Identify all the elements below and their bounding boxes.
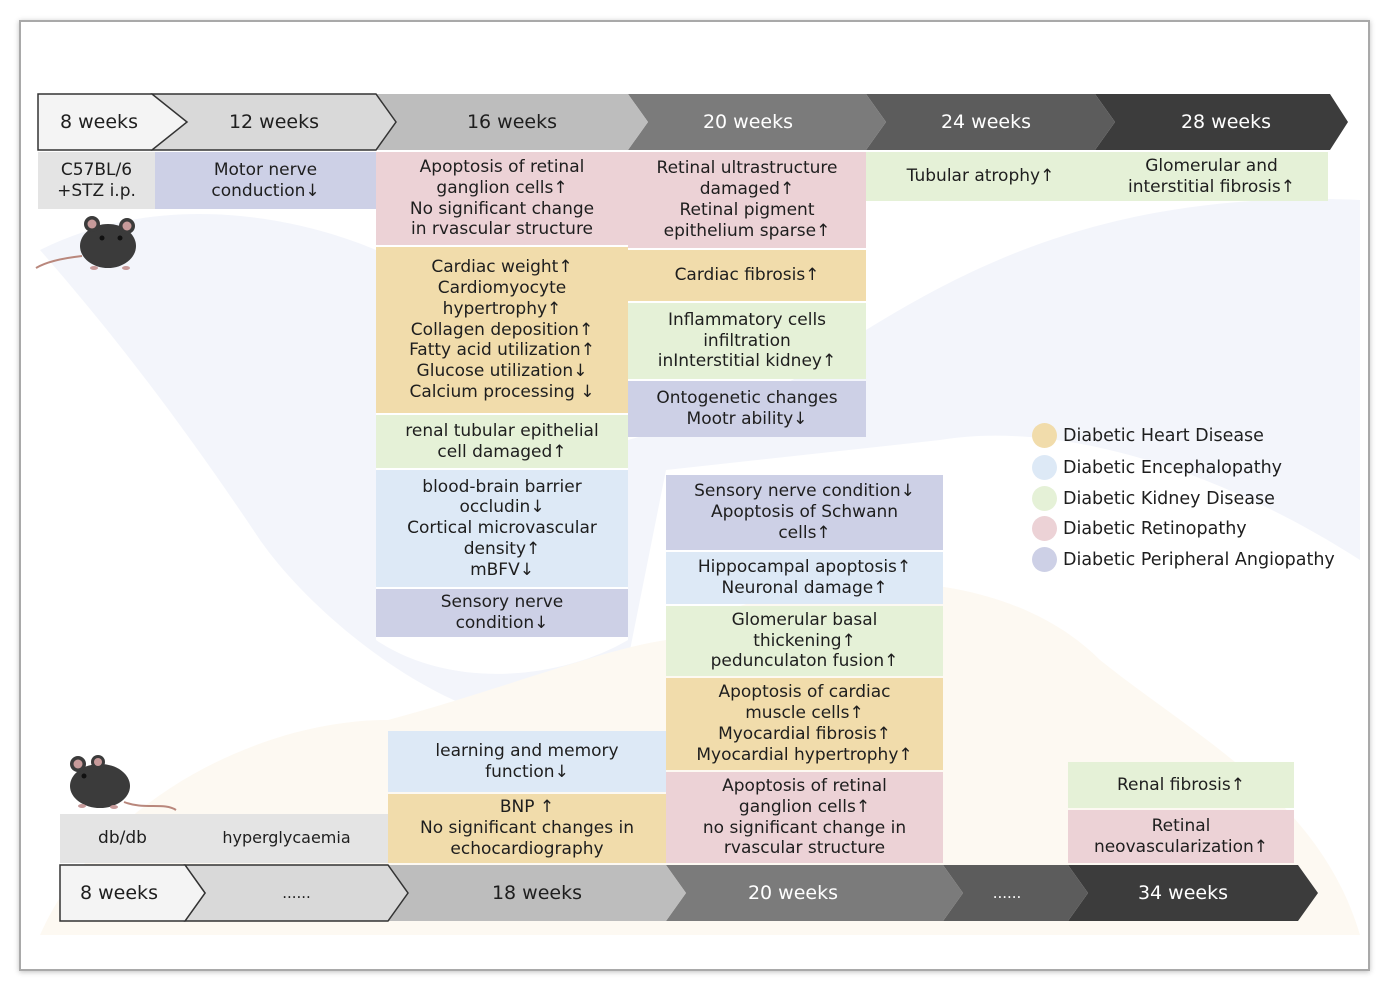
b20-brain-box: Hippocampal apoptosis↑ Neuronal damage↑ [666, 552, 943, 604]
legend-dot-icon [1032, 516, 1057, 541]
bottom-model-note: hyperglycaemia [185, 814, 388, 863]
bottom-stage-shape-18w [388, 865, 686, 921]
b20-nerve-box: Sensory nerve condition↓ Apoptosis of Sc… [666, 475, 943, 550]
legend-dot-icon [1032, 423, 1057, 448]
bottom-stage-8w: 8 weeks [80, 882, 158, 904]
legend-dot-icon [1032, 547, 1057, 572]
w16-kidney-box: renal tubular epithelial cell damaged↑ [376, 415, 628, 468]
bottom-stage-shape-dots2 [943, 865, 1088, 921]
top-stage-shape-16w [376, 94, 648, 150]
top-background-blob [40, 199, 1360, 724]
b20-retina-box: Apoptosis of retinal ganglion cells↑ no … [666, 772, 943, 863]
w34-retina-box: Retinal neovascularization↑ [1068, 810, 1294, 863]
mouse-icon-dbdb [70, 755, 177, 811]
mouse-icon-stz [35, 216, 136, 270]
bottom-stage-dots-1: ...... [282, 884, 311, 902]
legend-item-angiopathy: Diabetic Peripheral Angiopathy [1032, 547, 1335, 572]
bottom-stage-shape-8w [59, 864, 206, 922]
bottom-stage-shape-20w [666, 865, 963, 921]
w12-motor-nerve-box: Motor nerve conduction↓ [155, 152, 376, 209]
top-stage-28w: 28 weeks [1180, 111, 1272, 133]
top-stage-12w: 12 weeks [228, 111, 320, 133]
w20-heart-box: Cardiac fibrosis↑ [628, 250, 866, 301]
b20-kidney-box: Glomerular basal thickening↑ pedunculato… [666, 606, 943, 676]
legend-item-retinopathy: Diabetic Retinopathy [1032, 516, 1247, 541]
w18-brain-box: learning and memory function↓ [388, 731, 666, 792]
legend-label: Diabetic Peripheral Angiopathy [1063, 549, 1335, 570]
w20-nerve-box: Ontogenetic changes Mootr ability↓ [628, 381, 866, 437]
w18-heart-box: BNP ↑ No significant changes in echocard… [388, 794, 666, 863]
top-stage-24w: 24 weeks [940, 111, 1032, 133]
legend-dot-icon [1032, 486, 1057, 511]
w20-kidney-box: Inflammatory cells infiltration inInters… [628, 303, 866, 379]
legend-label: Diabetic Kidney Disease [1063, 488, 1275, 509]
w16-sensory-box: Sensory nerve condition↓ [376, 589, 628, 637]
top-stage-shape-24w [866, 94, 1115, 150]
top-stage-shape-20w [628, 94, 886, 150]
legend-item-heart: Diabetic Heart Disease [1032, 423, 1264, 448]
legend-label: Diabetic Encephalopathy [1063, 457, 1283, 478]
w16-heart-box: Cardiac weight↑ Cardiomyocyte hypertroph… [376, 247, 628, 413]
legend-dot-icon [1032, 455, 1057, 480]
w16-retina-box: Apoptosis of retinal ganglion cells↑ No … [376, 152, 628, 245]
top-stage-20w: 20 weeks [702, 111, 794, 133]
bottom-model-label: db/db [60, 814, 185, 863]
legend-item-encephalopathy: Diabetic Encephalopathy [1032, 455, 1282, 480]
w16-brain-box: blood-brain barrier occludin↓ Cortical m… [376, 470, 628, 587]
bottom-stage-18w: 18 weeks [491, 882, 583, 904]
bottom-stage-34w: 34 weeks [1137, 882, 1229, 904]
w34-kidney-box: Renal fibrosis↑ [1068, 762, 1294, 808]
b20-heart-box: Apoptosis of cardiac muscle cells↑ Myoca… [666, 678, 943, 770]
legend-item-kidney: Diabetic Kidney Disease [1032, 486, 1275, 511]
top-stage-shape-8w [37, 93, 189, 151]
bottom-stage-dots-2: ...... [992, 884, 1022, 902]
top-model-label: C57BL/6 +STZ i.p. [38, 152, 155, 209]
top-stage-16w: 16 weeks [466, 111, 558, 133]
w28-kidney-box: Glomerular and interstitial fibrosis↑ [1095, 152, 1328, 201]
top-stage-shape-28w [1095, 94, 1348, 150]
legend-label: Diabetic Retinopathy [1063, 518, 1247, 539]
top-stage-8w: 8 weeks [60, 111, 138, 133]
w24-kidney-box: Tubular atrophy↑ [866, 152, 1095, 201]
w20-retina-box: Retinal ultrastructure damaged↑ Retinal … [628, 152, 866, 248]
bottom-stage-shape-34w [1068, 865, 1318, 921]
legend-label: Diabetic Heart Disease [1063, 425, 1264, 446]
bottom-stage-20w: 20 weeks [747, 882, 839, 904]
